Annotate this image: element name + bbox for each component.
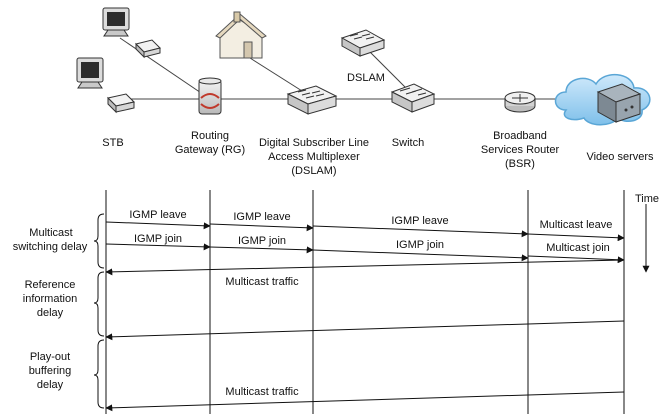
dslam-top-icon xyxy=(340,29,386,57)
dslam-label-1: Digital Subscriber Line xyxy=(259,137,369,149)
igmp-leave-label-3: IGMP leave xyxy=(391,215,448,227)
house-icon xyxy=(215,11,267,59)
arrow-multicast-traffic-3 xyxy=(105,391,625,412)
igmp-join-label-2: IGMP join xyxy=(238,235,286,247)
igmp-join-label-3: IGMP join xyxy=(396,239,444,251)
arrow-igmp-join-1 xyxy=(105,243,211,251)
arrow-igmp-leave-1 xyxy=(105,221,211,230)
dslam-label-2: Access Multiplexer xyxy=(268,151,360,163)
switch-label: Switch xyxy=(392,137,424,149)
arrow-multicast-leave xyxy=(527,233,625,242)
playout-delay-label-3: delay xyxy=(37,379,64,391)
multicast-join-label: Multicast join xyxy=(546,242,610,254)
igmp-leave-label-1: IGMP leave xyxy=(129,209,186,221)
multicast-traffic-label-1: Multicast traffic xyxy=(225,276,299,288)
video-server-icon xyxy=(596,83,642,123)
device-labels: STB Routing Gateway (RG) Digital Subscri… xyxy=(102,72,654,177)
switching-delay-label-1: Multicast xyxy=(29,227,72,239)
reference-delay-label-1: Reference xyxy=(25,279,76,291)
brace-reference xyxy=(93,271,105,337)
arrow-igmp-leave-2 xyxy=(209,223,314,232)
igmp-join-label-1: IGMP join xyxy=(134,233,182,245)
brace-switching xyxy=(93,213,105,269)
dslam-label-3: (DSLAM) xyxy=(291,165,336,177)
reference-delay-label-3: delay xyxy=(37,307,64,319)
playout-delay-label-1: Play-out xyxy=(30,351,70,363)
dslam-icon xyxy=(286,85,338,115)
time-label: Time xyxy=(635,193,659,205)
igmp-leave-label-2: IGMP leave xyxy=(233,211,290,223)
bsr-label-2: Services Router xyxy=(481,144,560,156)
bsr-label-1: Broadband xyxy=(493,130,547,142)
video-servers-label: Video servers xyxy=(586,151,654,163)
message-arrows xyxy=(105,221,625,412)
reference-delay-label-2: information xyxy=(23,293,77,305)
stb-icon xyxy=(107,93,135,114)
rg-label-2: Gateway (RG) xyxy=(175,144,245,156)
delay-braces xyxy=(93,213,105,409)
multicast-traffic-label-2: Multicast traffic xyxy=(225,386,299,398)
multicast-leave-label: Multicast leave xyxy=(540,219,613,231)
arrow-igmp-join-2 xyxy=(209,246,314,254)
bsr-router-icon xyxy=(504,91,536,113)
rg-label-1: Routing xyxy=(191,130,229,142)
stb-box-top-icon xyxy=(135,39,161,59)
playout-delay-label-2: buffering xyxy=(29,365,72,377)
bsr-label-3: (BSR) xyxy=(505,158,535,170)
routing-gateway-icon xyxy=(198,77,222,115)
delay-labels: Multicast switching delay Reference info… xyxy=(13,227,88,391)
arrow-multicast-join xyxy=(527,255,625,264)
dslam-top-label: DSLAM xyxy=(347,72,385,84)
arrow-igmp-leave-3 xyxy=(312,225,529,238)
arrow-multicast-traffic-2 xyxy=(105,320,625,341)
pc-top-icon xyxy=(102,7,130,37)
switch-icon xyxy=(390,83,436,113)
pc-icon xyxy=(76,57,104,89)
brace-playout xyxy=(93,339,105,409)
switching-delay-label-2: switching delay xyxy=(13,241,88,253)
arrow-igmp-join-3 xyxy=(312,249,529,262)
arrow-multicast-traffic-1 xyxy=(105,259,625,276)
stb-label: STB xyxy=(102,137,123,149)
message-labels: IGMP leave IGMP leave IGMP leave Multica… xyxy=(129,209,612,398)
